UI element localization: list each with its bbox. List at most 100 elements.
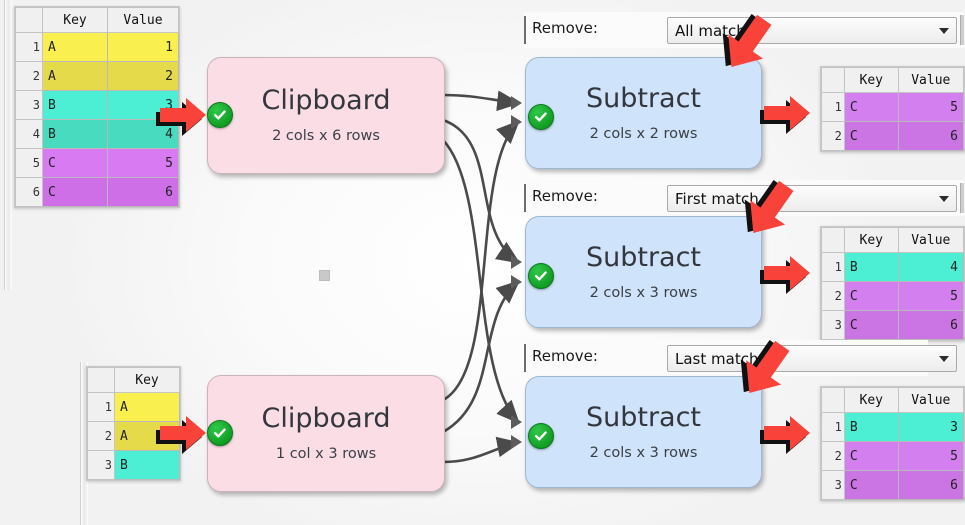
cell-value[interactable]: 3	[107, 90, 179, 120]
cell-value[interactable]: 4	[897, 252, 965, 282]
remove-dropdown-first-match[interactable]: First match	[667, 185, 957, 212]
cell-key[interactable]: B	[843, 412, 899, 442]
column-header-value[interactable]: Value	[897, 67, 965, 93]
cell-key[interactable]: C	[843, 470, 899, 500]
cell-value[interactable]: 5	[897, 441, 965, 471]
node-subtitle: 2 cols x 3 rows	[589, 284, 698, 301]
status-ok-badge-subtract-last[interactable]	[528, 423, 554, 449]
clipboard-top-input-table[interactable]: Key Value 1 A 1 2 A 2 3 B 3	[14, 6, 180, 208]
column-header-key[interactable]: Key	[843, 67, 899, 93]
row-number: 5	[15, 148, 43, 178]
row-number: 1	[15, 32, 43, 62]
cell-value[interactable]: 4	[107, 119, 179, 149]
subtract-first-match-result-table[interactable]: Key Value 1 B 4 2 C 5 3 C 6	[820, 226, 965, 341]
column-header-value[interactable]: Value	[107, 7, 179, 33]
panel-edge-top-left	[4, 0, 12, 290]
remove-dropdown-last-match[interactable]: Last match	[667, 345, 957, 372]
column-header-key[interactable]: Key	[843, 387, 899, 413]
row-number-header	[821, 227, 845, 253]
column-header-key[interactable]: Key	[843, 227, 899, 253]
cell-value[interactable]: 5	[107, 148, 179, 178]
table-row[interactable]: 2 C 5	[821, 441, 965, 471]
table-row[interactable]: 3 C 6	[821, 310, 965, 340]
cell-key[interactable]: C	[843, 441, 899, 471]
cell-key[interactable]: A	[42, 61, 108, 91]
status-ok-badge-clipboard-bottom[interactable]	[207, 420, 233, 446]
cell-key[interactable]: C	[42, 148, 108, 178]
status-ok-badge-clipboard-top[interactable]	[207, 102, 233, 128]
row-number: 6	[15, 177, 43, 207]
table-row[interactable]: 2 A	[87, 421, 180, 451]
row-number: 3	[87, 450, 115, 480]
cell-key[interactable]: A	[114, 421, 180, 451]
cell-key[interactable]: B	[114, 450, 180, 480]
remove-dropdown-all-matches[interactable]: All matches	[667, 17, 957, 44]
table-row[interactable]: 2 A 2	[15, 61, 179, 91]
table-row[interactable]: 2 C 6	[821, 121, 965, 151]
table-row[interactable]: 1 C 5	[821, 92, 965, 122]
cell-value[interactable]: 6	[107, 177, 179, 207]
table-row[interactable]: 1 A 1	[15, 32, 179, 62]
cell-value[interactable]: 6	[897, 470, 965, 500]
input-connector-icon[interactable]	[511, 115, 522, 129]
cell-key[interactable]: B	[42, 90, 108, 120]
cell-value[interactable]: 5	[897, 281, 965, 311]
column-header-value[interactable]: Value	[897, 227, 965, 253]
row-divider	[524, 16, 526, 44]
clipboard-bottom-input-table[interactable]: Key 1 A 2 A 3 B	[86, 366, 181, 481]
table-row[interactable]: 1 B 3	[821, 412, 965, 442]
cell-key[interactable]: B	[843, 252, 899, 282]
node-clipboard-top[interactable]: Clipboard 2 cols x 6 rows	[207, 57, 445, 174]
cell-value[interactable]: 2	[107, 61, 179, 91]
input-connector-icon[interactable]	[511, 96, 522, 110]
cell-key[interactable]: C	[42, 177, 108, 207]
node-title: Subtract	[585, 241, 702, 273]
cell-key[interactable]: C	[843, 281, 899, 311]
table-row[interactable]: 3 B 3	[15, 90, 179, 120]
table-row[interactable]: 4 B 4	[15, 119, 179, 149]
cell-key[interactable]: A	[42, 32, 108, 62]
remove-dropdown-value: First match	[675, 189, 759, 208]
node-subtitle: 2 cols x 3 rows	[589, 444, 698, 461]
cell-value[interactable]: 1	[107, 32, 179, 62]
remove-label: Remove:	[532, 347, 598, 365]
cell-key[interactable]: B	[42, 119, 108, 149]
column-header-key[interactable]: Key	[42, 7, 108, 33]
column-header-value[interactable]: Value	[897, 387, 965, 413]
table-row[interactable]: 1 A	[87, 392, 180, 422]
subtract-last-match-result-table[interactable]: Key Value 1 B 3 2 C 5 3 C 6	[820, 386, 965, 501]
chevron-down-icon[interactable]	[932, 27, 956, 34]
table-row[interactable]: 3 C 6	[821, 470, 965, 500]
table-row[interactable]: 1 B 4	[821, 252, 965, 282]
cell-value[interactable]: 6	[897, 121, 965, 151]
cell-key[interactable]: C	[843, 92, 899, 122]
cell-key[interactable]: C	[843, 121, 899, 151]
table-row[interactable]: 6 C 6	[15, 177, 179, 207]
cell-value[interactable]: 6	[897, 310, 965, 340]
cell-value[interactable]: 5	[897, 92, 965, 122]
cell-value[interactable]: 3	[897, 412, 965, 442]
status-ok-badge-subtract-all[interactable]	[528, 104, 554, 130]
row-number-header	[15, 7, 43, 33]
input-connector-icon[interactable]	[511, 435, 522, 449]
input-connector-icon[interactable]	[511, 415, 522, 429]
node-subtract-last-match[interactable]: Subtract 2 cols x 3 rows	[525, 376, 762, 488]
chevron-down-icon[interactable]	[932, 195, 956, 202]
table-header-row: Key Value	[821, 387, 965, 413]
cell-key[interactable]: A	[114, 392, 180, 422]
column-header-key[interactable]: Key	[114, 367, 180, 393]
node-subtract-first-match[interactable]: Subtract 2 cols x 3 rows	[525, 216, 762, 328]
node-subtract-all-matches[interactable]: Subtract 2 cols x 2 rows	[525, 57, 762, 169]
canvas-handle-marker[interactable]	[319, 270, 330, 281]
table-row[interactable]: 2 C 5	[821, 281, 965, 311]
status-ok-badge-subtract-first[interactable]	[528, 263, 554, 289]
input-connector-icon[interactable]	[511, 275, 522, 289]
subtract-all-matches-result-table[interactable]: Key Value 1 C 5 2 C 6	[820, 66, 965, 152]
input-connector-icon[interactable]	[511, 255, 522, 269]
cell-key[interactable]: C	[843, 310, 899, 340]
table-row[interactable]: 5 C 5	[15, 148, 179, 178]
table-row[interactable]: 3 B	[87, 450, 180, 480]
node-clipboard-bottom[interactable]: Clipboard 1 col x 3 rows	[207, 375, 445, 492]
chevron-down-icon[interactable]	[932, 355, 956, 362]
